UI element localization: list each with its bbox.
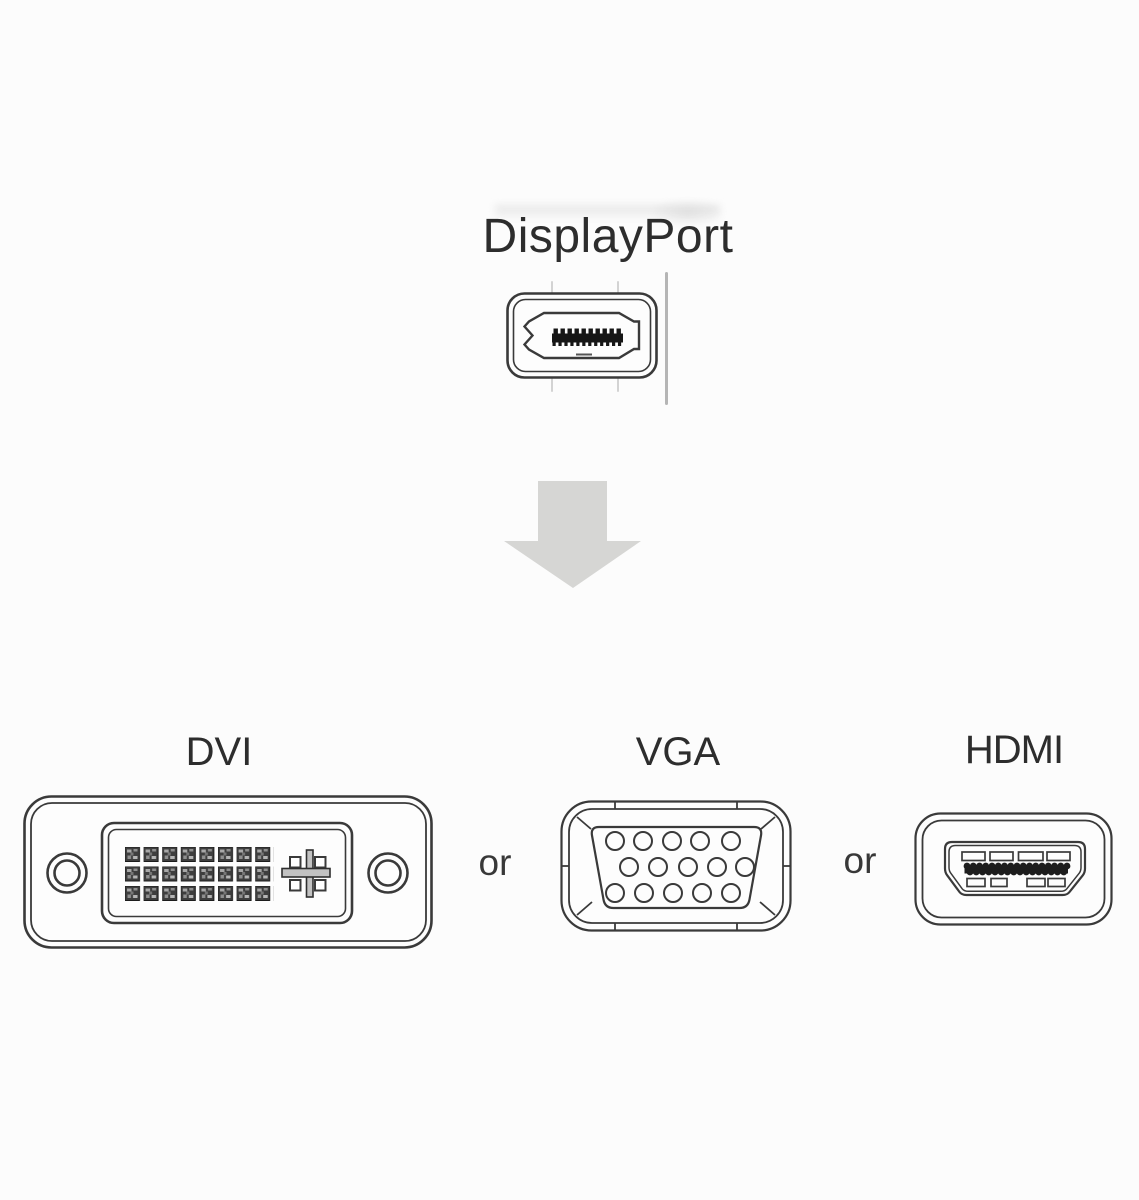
vga-title: VGA (635, 730, 721, 774)
vga-shell-ticks (562, 802, 790, 930)
or-separator-1: or (478, 842, 512, 883)
dvi-connector-icon (23, 795, 433, 949)
dp-pin-comb (552, 328, 623, 346)
vga-pin-holes (605, 831, 755, 903)
vga-dsub-opening (590, 825, 763, 910)
photo-artifact-line (665, 272, 668, 405)
hdmi-title: HDMI (964, 728, 1064, 772)
photo-smudge (495, 205, 720, 221)
dvi-title: DVI (185, 730, 253, 774)
dvi-analog-cross (281, 849, 331, 898)
vga-connector-icon (560, 800, 792, 932)
displayport-title: DisplayPort (482, 210, 734, 263)
down-arrow-icon (504, 481, 641, 588)
displayport-connector-icon (506, 292, 658, 379)
dvi-pin-grid (125, 847, 274, 901)
hdmi-connector-icon (914, 812, 1113, 926)
dvi-screw-hole-right (367, 852, 409, 894)
dp-plug-notch (576, 353, 592, 356)
hdmi-opening-inner (948, 844, 1082, 893)
hdmi-bottom-pins (966, 877, 1066, 888)
dvi-screw-hole-left (46, 852, 88, 894)
hdmi-top-pins (961, 851, 1071, 862)
photo-smudge (650, 198, 725, 228)
or-separator-2: or (843, 840, 877, 881)
hdmi-pin-comb (963, 862, 1071, 876)
